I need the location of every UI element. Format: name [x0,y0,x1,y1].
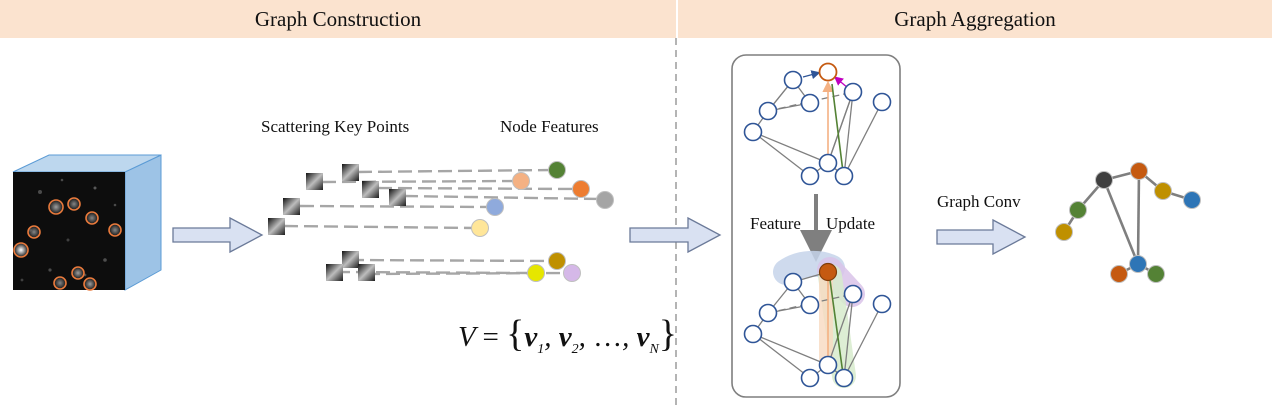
conv-node [1147,265,1165,283]
patch-feature-links [283,168,601,276]
conv-node [1110,265,1128,283]
target-node [818,62,838,82]
feature-node [548,252,566,270]
output-graph [1055,162,1201,283]
conv-node [1095,171,1113,189]
feature-node [512,172,530,190]
feature-node [527,264,545,282]
feature-node [486,198,504,216]
sar-image-cube [12,154,162,291]
keypoint-patches [268,164,406,281]
conv-node [1130,162,1148,180]
feature-node [596,191,614,209]
conv-node [1154,182,1172,200]
feature-node [572,180,590,198]
feature-node [563,264,581,282]
updated-node [818,262,838,282]
top-graph [743,62,892,186]
bottom-graph [743,250,892,388]
header-graph-construction: Graph Construction [0,0,676,38]
conv-node [1183,191,1201,209]
keypoint-markers [13,197,122,291]
block-arrow-3 [936,218,1027,256]
conv-node [1069,201,1087,219]
label-graph-conv: Graph Conv [937,192,1021,211]
label-scattering-key-points: Scattering Key Points [261,117,410,136]
node-set-formula: V = {v1, v2, …, vN} [458,313,678,357]
conv-node [1129,255,1147,273]
conv-node [1055,223,1073,241]
label-feature: Feature [750,214,801,233]
block-arrow-2 [629,216,722,254]
label-node-features: Node Features [500,117,599,136]
feature-node [548,161,566,179]
feature-nodes [471,161,614,282]
header-graph-aggregation: Graph Aggregation [678,0,1272,38]
block-arrow-1 [172,216,264,254]
label-update: Update [826,214,876,233]
feature-node [471,219,489,237]
